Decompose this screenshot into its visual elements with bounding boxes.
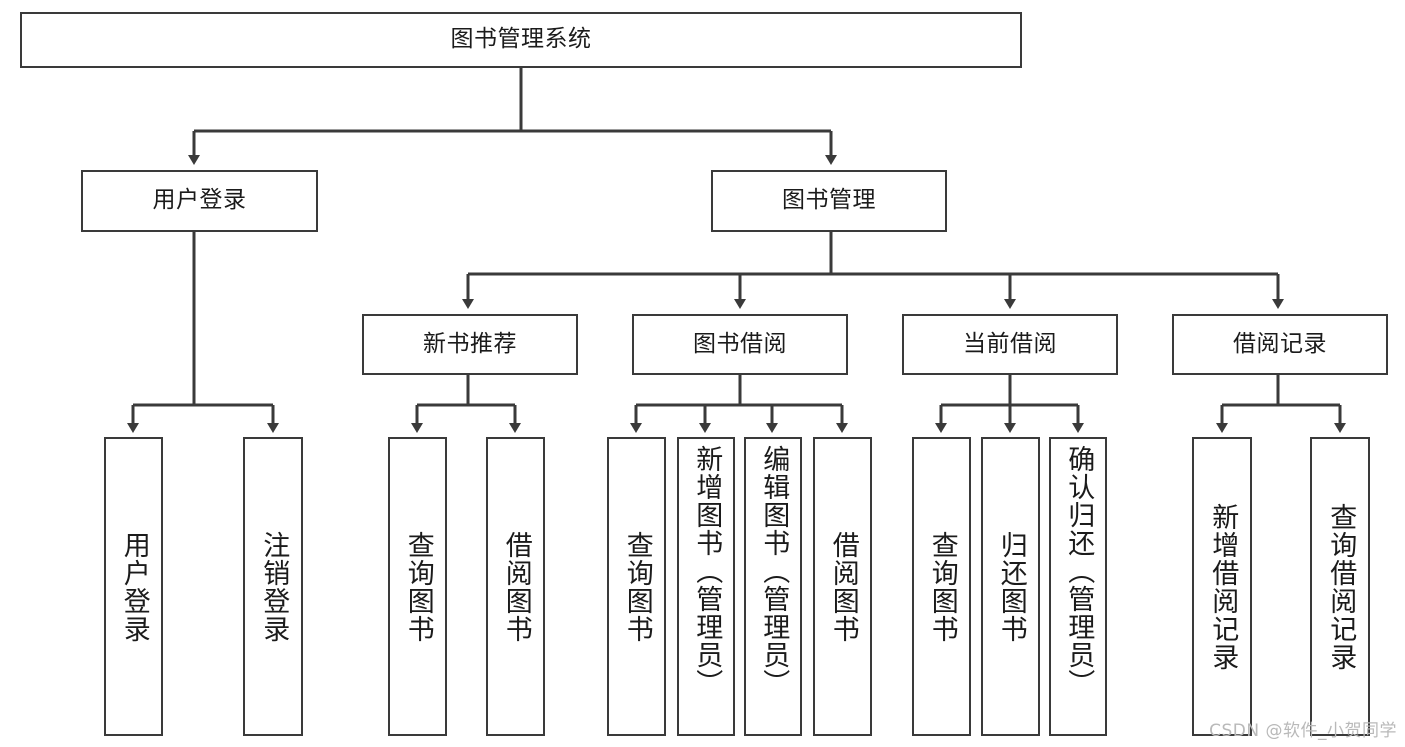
node-label: 新书推荐: [423, 330, 517, 357]
node-label: 用户登录: [152, 187, 247, 214]
leaf-borrow-book-recommend[interactable]: 借阅图书: [486, 437, 545, 736]
node-label: 查询借阅记录: [1325, 502, 1357, 671]
leaf-query-book-borrow[interactable]: 查询图书: [607, 437, 666, 736]
leaf-add-book-admin[interactable]: 新增图书（管理员）: [677, 437, 735, 736]
leaf-add-borrow-record[interactable]: 新增借阅记录: [1192, 437, 1252, 736]
leaf-edit-book-admin[interactable]: 编辑图书（管理员）: [744, 437, 802, 736]
node-user-login[interactable]: 用户登录: [81, 170, 318, 232]
leaf-confirm-return-admin[interactable]: 确认归还（管理员）: [1049, 437, 1107, 736]
node-label: 确认归还（管理员）: [1063, 445, 1095, 697]
node-label: 图书管理系统: [450, 26, 592, 53]
node-label: 借阅记录: [1233, 330, 1327, 357]
leaf-user-logout[interactable]: 注销登录: [243, 437, 303, 736]
node-book-borrow[interactable]: 图书借阅: [632, 314, 848, 375]
leaf-query-borrow-record[interactable]: 查询借阅记录: [1310, 437, 1370, 736]
leaf-user-login[interactable]: 用户登录: [104, 437, 163, 736]
node-label: 当前借阅: [963, 330, 1057, 357]
node-label: 归还图书: [995, 530, 1027, 643]
node-book-management[interactable]: 图书管理: [711, 170, 947, 232]
node-label: 查询图书: [926, 530, 958, 643]
node-borrow-record[interactable]: 借阅记录: [1172, 314, 1388, 375]
node-label: 借阅图书: [827, 530, 859, 643]
node-label: 查询图书: [402, 530, 434, 643]
node-root-book-management-system[interactable]: 图书管理系统: [20, 12, 1022, 68]
node-current-borrow[interactable]: 当前借阅: [902, 314, 1118, 375]
node-label: 新增借阅记录: [1207, 502, 1239, 671]
leaf-query-book-recommend[interactable]: 查询图书: [388, 437, 447, 736]
leaf-borrow-book-borrow[interactable]: 借阅图书: [813, 437, 872, 736]
leaf-query-book-current[interactable]: 查询图书: [912, 437, 971, 736]
node-label: 查询图书: [621, 530, 653, 643]
node-label: 用户登录: [118, 530, 150, 643]
node-label: 新增图书（管理员）: [691, 445, 723, 697]
node-label: 图书借阅: [693, 330, 787, 357]
node-new-book-recommend[interactable]: 新书推荐: [362, 314, 578, 375]
node-label: 借阅图书: [500, 530, 532, 643]
node-label: 编辑图书（管理员）: [758, 445, 790, 697]
leaf-return-book[interactable]: 归还图书: [981, 437, 1040, 736]
node-label: 图书管理: [782, 187, 876, 214]
node-label: 注销登录: [258, 530, 290, 643]
